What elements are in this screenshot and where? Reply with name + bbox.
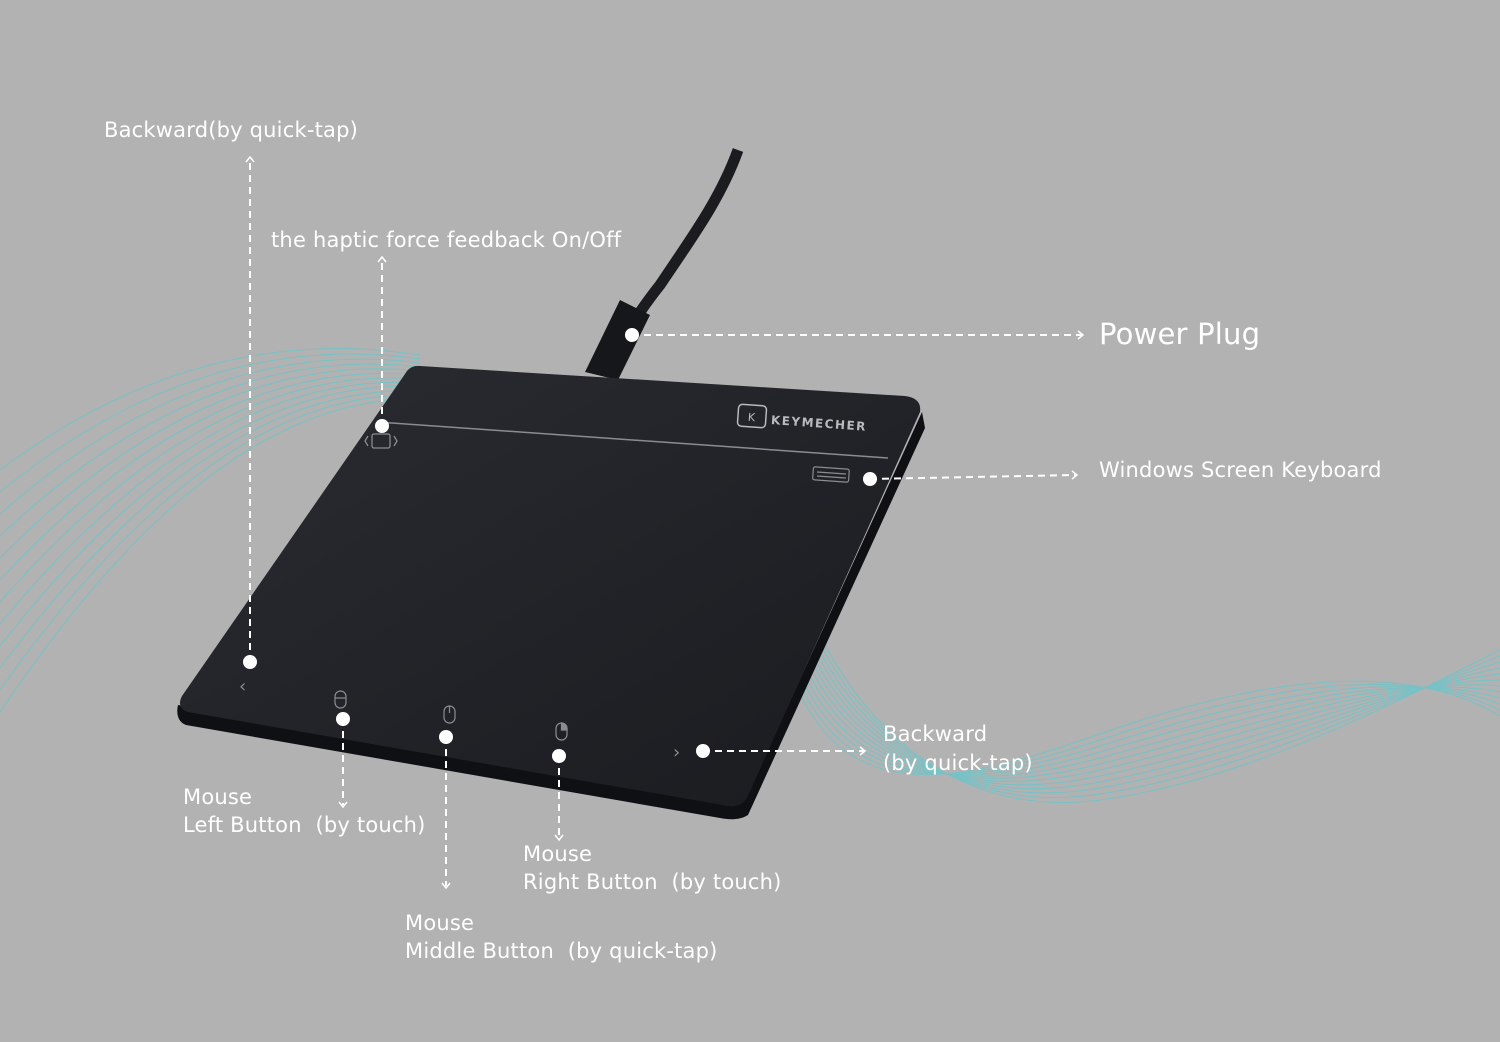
keyboard-icon bbox=[812, 466, 850, 483]
haptic-vibrate-icon bbox=[364, 433, 398, 449]
brand-name: KEYMECHER bbox=[771, 413, 868, 434]
usb-plug bbox=[585, 300, 650, 380]
wave-line bbox=[0, 398, 421, 713]
wave-line bbox=[789, 629, 1500, 777]
wave-lines-right bbox=[789, 559, 1500, 804]
callout-arrowheads bbox=[245, 155, 1085, 890]
trackpad-surface[interactable] bbox=[180, 365, 921, 807]
label-middle-2: Middle Button (by quick-tap) bbox=[405, 939, 718, 963]
wave-line bbox=[789, 639, 1500, 776]
wave-line bbox=[0, 353, 421, 493]
wave-line bbox=[0, 358, 421, 515]
wave-line bbox=[0, 381, 421, 625]
label-right-1: Mouse bbox=[523, 842, 593, 866]
label-left-2: Left Button (by touch) bbox=[183, 813, 426, 837]
label-power-plug: Power Plug bbox=[1099, 317, 1261, 351]
label-haptic: the haptic force feedback On/Off bbox=[271, 228, 622, 252]
label-middle-1: Mouse bbox=[405, 911, 475, 935]
callout-dots bbox=[243, 328, 877, 763]
back-chevron-icon: ‹ bbox=[239, 676, 246, 697]
wave-line bbox=[0, 386, 421, 647]
wave-line bbox=[789, 609, 1500, 782]
wave-line bbox=[789, 659, 1500, 775]
mouse-middle-icon bbox=[443, 705, 456, 724]
wave-line bbox=[789, 649, 1500, 775]
wave-line bbox=[0, 368, 421, 559]
wave-line bbox=[789, 579, 1500, 794]
wave-line bbox=[789, 669, 1500, 776]
wave-lines-left bbox=[0, 348, 421, 713]
label-left-1: Mouse bbox=[183, 785, 253, 809]
wave-line bbox=[789, 589, 1500, 790]
wave-line bbox=[789, 599, 1500, 786]
brand-logo: K bbox=[747, 411, 756, 425]
wave-line bbox=[789, 619, 1500, 779]
label-backward-right-1: Backward bbox=[883, 722, 988, 746]
wave-line bbox=[0, 377, 421, 603]
wave-line bbox=[0, 394, 421, 691]
label-backward-top: Backward(by quick-tap) bbox=[104, 118, 359, 142]
wave-line bbox=[0, 348, 421, 471]
mouse-right-icon bbox=[555, 722, 568, 741]
wave-line bbox=[789, 569, 1500, 799]
callout-lines bbox=[249, 158, 1082, 886]
label-right-2: Right Button (by touch) bbox=[523, 870, 782, 894]
wave-line bbox=[0, 363, 421, 537]
label-backward-right-2: (by quick-tap) bbox=[883, 751, 1033, 775]
trackpad-divider bbox=[377, 421, 889, 459]
mouse-left-icon bbox=[334, 690, 347, 709]
brand-logo-icon bbox=[736, 403, 768, 429]
wave-line bbox=[0, 372, 421, 581]
wave-line bbox=[789, 559, 1500, 804]
forward-chevron-icon: › bbox=[673, 742, 680, 763]
wave-line bbox=[0, 390, 421, 669]
label-screen-keyboard: Windows Screen Keyboard bbox=[1099, 458, 1382, 482]
